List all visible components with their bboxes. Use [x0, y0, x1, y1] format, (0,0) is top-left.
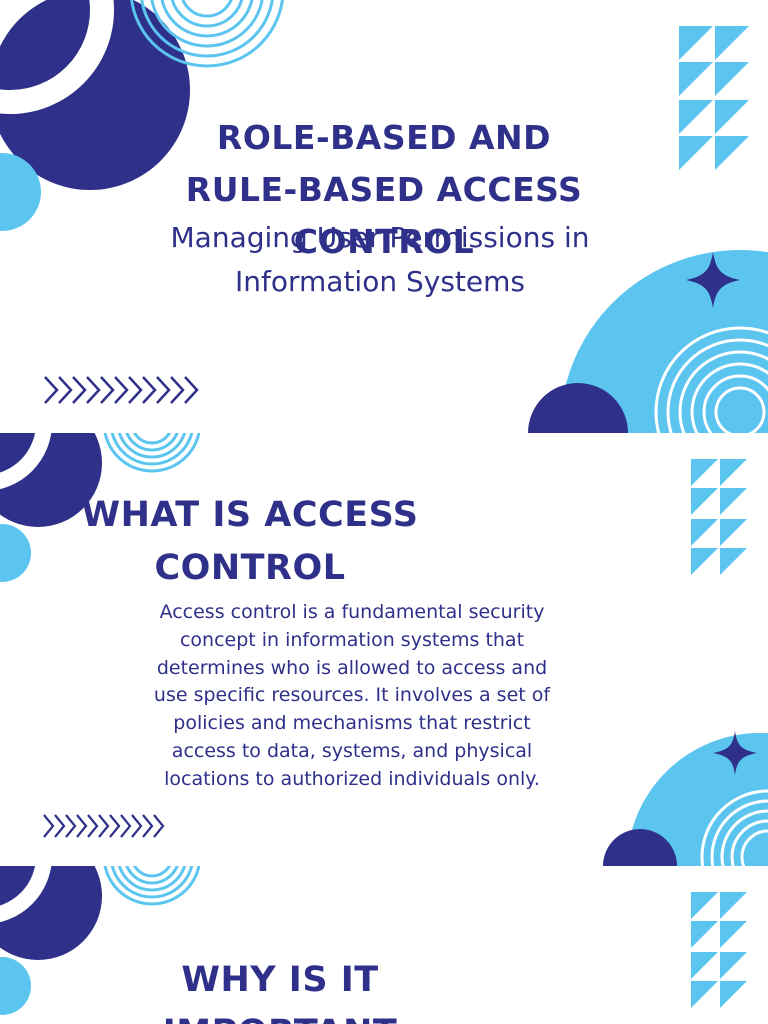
triangle-pattern: [691, 892, 747, 1008]
triangle-pattern: [679, 26, 749, 170]
slide-3-decoration: [0, 866, 747, 1015]
navy-circle-shape: [0, 433, 102, 527]
navy-circle-shape: [0, 866, 102, 960]
four-point-star-icon: [686, 252, 740, 308]
sky-circle-shape: [0, 524, 31, 582]
chevron-row-icon: [43, 814, 165, 838]
sky-half-circle-shape: [603, 733, 768, 866]
slide-3-title: WHY IS IT IMPORTANT: [163, 960, 397, 1024]
navy-circle-shape: [0, 0, 190, 190]
slide-1-decoration: [0, 0, 768, 433]
slide-title: ROLE-BASED AND RULE-BASED ACCESS CONTROL…: [0, 0, 768, 433]
four-point-star-icon: [713, 731, 757, 775]
sky-circle-shape: [0, 153, 41, 231]
triangle-pattern: [691, 459, 747, 575]
concentric-rings-top: [130, 0, 284, 68]
slide-why-is-it-important: WHY IS IT IMPORTANT: [0, 866, 768, 1024]
chevron-row-icon: [44, 376, 199, 404]
slide-2-body: Access control is a fundamental security…: [153, 601, 551, 790]
sky-circle-shape: [0, 957, 31, 1015]
slide-2-decoration: [0, 433, 768, 866]
concentric-rings-top: [103, 866, 201, 906]
slide-what-is-access-control: WHAT IS ACCESS CONTROL Access control is…: [0, 433, 768, 866]
slide-1-subtitle: Managing User Permissions in Information…: [170, 221, 590, 298]
slide-1-title: ROLE-BASED AND RULE-BASED ACCESS CONTROL: [185, 118, 583, 261]
slide-2-title: WHAT IS ACCESS CONTROL: [81, 495, 419, 588]
concentric-rings-top: [103, 433, 201, 473]
